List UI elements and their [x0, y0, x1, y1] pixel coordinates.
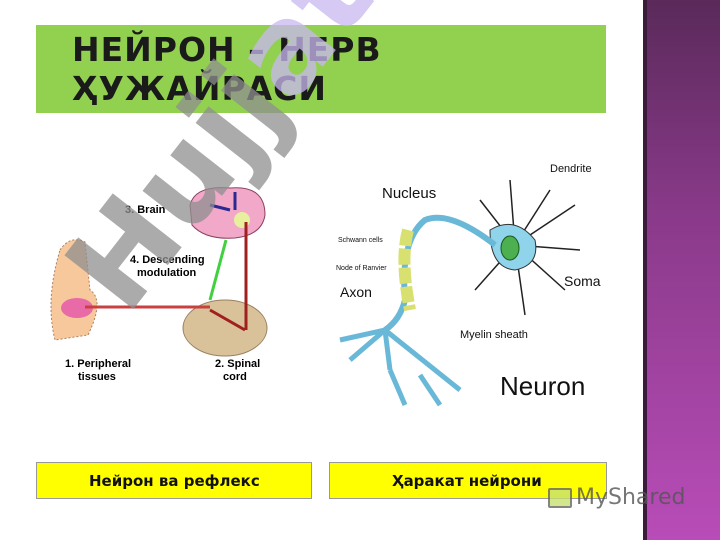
reflex-diagram: 3. Brain 4. Descending modulation 1. Per…: [50, 187, 268, 383]
svg-text:Myelin sheath: Myelin sheath: [460, 329, 528, 341]
svg-text:Neuron: Neuron: [500, 371, 585, 401]
svg-text:cord: cord: [223, 371, 247, 383]
svg-text:4. Descending: 4. Descending: [130, 254, 205, 266]
slide-title: НЕЙРОН – НЕРВ ҲУЖАЙРАСИ: [36, 25, 606, 113]
svg-text:Nucleus: Nucleus: [382, 185, 436, 202]
svg-text:Schwann cells: Schwann cells: [338, 237, 383, 244]
brain-image: [189, 187, 266, 239]
myshared-logo: MyShared: [548, 485, 685, 510]
axon-terminals: [339, 327, 462, 407]
muscle: [61, 298, 93, 318]
arm-image: [50, 239, 98, 341]
svg-text:tissues: tissues: [78, 371, 116, 383]
axon: [383, 214, 497, 333]
caption-left: Нейрон ва рефлекс: [36, 462, 312, 499]
myelin-sheath: [398, 228, 416, 312]
svg-text:Node of Ranvier: Node of Ranvier: [336, 265, 387, 272]
nucleus: [500, 235, 520, 261]
svg-text:2. Spinal: 2. Spinal: [215, 358, 260, 370]
svg-text:Axon: Axon: [340, 284, 372, 300]
svg-text:1. Peripheral: 1. Peripheral: [65, 358, 131, 370]
decorative-side-strip: [643, 0, 720, 540]
label-brain: 3. Brain: [125, 204, 166, 216]
presentation-icon: [548, 487, 572, 508]
svg-text:Dendrite: Dendrite: [550, 163, 592, 175]
neuron-diagram: Nucleus Dendrite Schwann cells Node of R…: [336, 163, 601, 407]
svg-text:Soma: Soma: [564, 273, 601, 289]
svg-text:modulation: modulation: [137, 267, 197, 279]
